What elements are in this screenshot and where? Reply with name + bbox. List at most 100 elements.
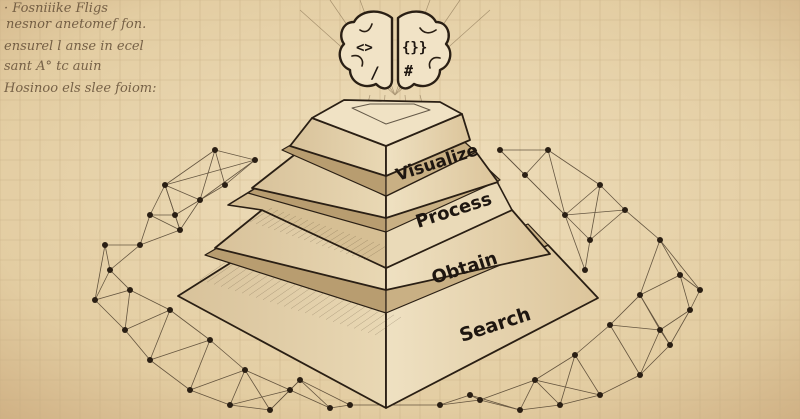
mesh-edge <box>329 404 351 409</box>
mesh-edge <box>559 394 601 406</box>
hash-glyph: # <box>404 62 413 80</box>
mesh-edge <box>669 309 691 346</box>
hatch-stroke <box>357 243 381 259</box>
mesh-edge <box>174 199 201 216</box>
margin-note-line: nesnor anetomef fon. <box>6 17 146 32</box>
hatch-stroke <box>374 316 402 336</box>
mesh-edge <box>109 269 131 291</box>
mesh-node <box>92 297 98 303</box>
hatch-stroke <box>360 312 388 331</box>
mesh-node <box>467 392 473 398</box>
mesh-edge <box>94 269 111 301</box>
hatch-stroke <box>276 285 304 305</box>
mesh-node <box>127 287 133 293</box>
mesh-edge <box>149 214 181 231</box>
mesh-edge <box>139 229 181 246</box>
mesh-node <box>572 352 578 358</box>
mesh-node <box>637 292 643 298</box>
mesh-edge <box>564 184 601 216</box>
mesh-edge <box>189 339 211 391</box>
mesh-edge <box>94 289 131 301</box>
hatch-stroke <box>227 270 255 290</box>
mesh-node <box>347 402 353 408</box>
mesh-node <box>522 172 528 178</box>
hatch-stroke <box>213 266 241 285</box>
mesh-node <box>545 147 551 153</box>
hatch-stroke <box>199 261 227 281</box>
margin-note-line: Hosinoo els slee foiom: <box>3 81 156 96</box>
hatch-stroke <box>315 229 339 245</box>
mesh-node <box>637 372 643 378</box>
mesh-edge <box>469 394 521 411</box>
hatch-stroke <box>206 263 234 283</box>
mesh-edge <box>524 174 566 216</box>
mesh-edge <box>299 379 351 406</box>
mesh-edge <box>564 214 591 241</box>
mesh-edge <box>199 149 216 201</box>
mesh-node <box>252 157 258 163</box>
mesh-edge <box>214 149 226 186</box>
brain-folds <box>351 23 441 69</box>
mesh-edge <box>564 214 586 271</box>
mesh-node <box>122 327 128 333</box>
mesh-edge <box>659 239 701 291</box>
mesh-edge <box>299 379 331 409</box>
hatch-stroke <box>327 233 351 249</box>
mesh-edge <box>689 289 701 311</box>
mesh-edge <box>639 294 661 331</box>
mesh-edge <box>547 149 566 216</box>
mesh-node <box>212 147 218 153</box>
mesh-edge <box>124 289 131 331</box>
mesh-node <box>517 407 523 413</box>
platform-inlay <box>351 103 431 125</box>
mesh-edge <box>589 209 626 241</box>
mesh-node <box>207 337 213 343</box>
hatch-stroke <box>273 215 297 231</box>
mesh-node <box>167 307 173 313</box>
code-brackets-glyph: <> <box>356 40 373 56</box>
brain-left-hemisphere <box>338 10 394 90</box>
mesh-edge <box>104 244 111 271</box>
hatch-stroke <box>304 294 332 314</box>
mesh-node <box>327 405 333 411</box>
hatch-stroke <box>249 207 273 223</box>
mesh-edge <box>639 274 681 296</box>
mesh-edge <box>624 209 661 241</box>
slash-glyph: / <box>370 63 380 82</box>
mesh-node <box>137 242 143 248</box>
mesh-node <box>162 182 168 188</box>
mesh-edge <box>439 394 471 406</box>
mesh-node <box>177 227 183 233</box>
mesh-node <box>587 237 593 243</box>
hatch-stroke <box>267 213 291 229</box>
mesh-edge <box>139 214 151 246</box>
mesh-edge <box>164 184 201 201</box>
mesh-edge <box>439 399 481 406</box>
mesh-node <box>172 212 178 218</box>
hatch-stroke <box>248 277 276 296</box>
mesh-node <box>607 322 613 328</box>
mesh-edge <box>94 299 126 331</box>
hatch-stroke <box>339 305 367 325</box>
mesh-node <box>147 357 153 363</box>
hatch-stroke <box>353 310 381 329</box>
margin-note-line: ensurel l anse in ecel <box>4 39 144 54</box>
mesh-edge <box>244 369 271 411</box>
mesh-edge <box>189 369 246 391</box>
curly-braces-glyph: {}} <box>402 40 427 56</box>
mesh-edge <box>229 369 246 406</box>
mesh-node <box>107 267 113 273</box>
hatch-stroke <box>303 225 327 241</box>
mesh-edge <box>534 379 561 406</box>
hatch-stroke <box>255 209 279 225</box>
brain-icon: <> {}} / # <box>338 10 452 90</box>
hatch-stroke <box>339 237 363 253</box>
hatch-stroke <box>297 292 325 312</box>
mesh-node <box>287 387 293 393</box>
mesh-node <box>597 182 603 188</box>
network-mesh-nodes <box>92 147 703 413</box>
hatch-stroke <box>291 221 315 237</box>
hatch-stroke <box>367 314 395 334</box>
mesh-node <box>147 212 153 218</box>
